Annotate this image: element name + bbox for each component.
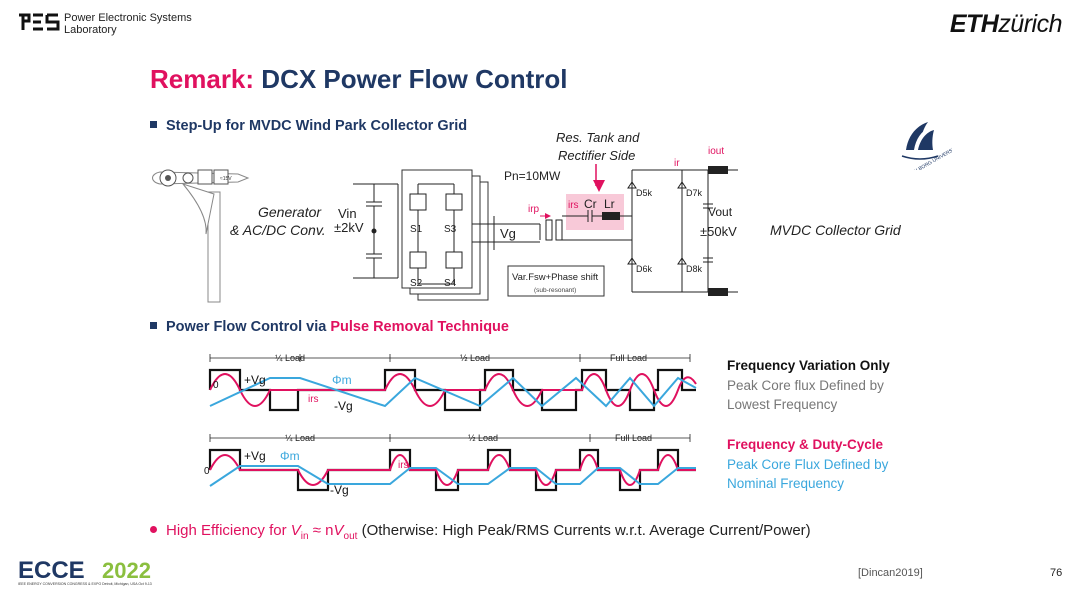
eth-logo: ETHzürich xyxy=(949,10,1063,38)
page-title: Remark: DCX Power Flow Control xyxy=(150,64,568,94)
svg-text:irp: irp xyxy=(528,204,540,215)
svg-text:irs: irs xyxy=(308,394,319,405)
vout-value: ±50kV xyxy=(700,224,737,239)
svg-text:2022: 2022 xyxy=(102,558,151,582)
svg-text:ir: ir xyxy=(674,158,680,169)
citation: [Dincan2019] xyxy=(858,567,923,579)
svg-text:¼ Load: ¼ Load xyxy=(275,353,305,363)
dc-bus xyxy=(353,183,399,279)
svg-text:Φm: Φm xyxy=(280,449,300,463)
svg-text:S3: S3 xyxy=(444,224,457,235)
lab-name: Power Electronic Systems Laboratory xyxy=(64,12,192,36)
section1-heading: Step-Up for MVDC Wind Park Collector Gri… xyxy=(150,118,467,134)
pn-label: Pn=10MW xyxy=(504,169,561,183)
svg-text:irs: irs xyxy=(398,460,409,471)
svg-text:S1: S1 xyxy=(410,224,423,235)
vin-value: ±2kV xyxy=(334,220,364,235)
dcx-circuit-diagram: ≈15V Vin ±2kV S1 S3 S2 S4 Vg Var.Fsw+Pha… xyxy=(152,130,738,303)
generator-label: Generator xyxy=(258,204,322,220)
ecce-subtitle: IEEE ENERGY CONVERSION CONGRESS & EXPO D… xyxy=(18,582,152,586)
waveform-frequency-variation: ¼ Load ½ Load Full Load 0 +Vg Φm irs -Vg xyxy=(208,353,697,413)
svg-text:D5k: D5k xyxy=(636,188,653,198)
svg-text:irs: irs xyxy=(568,200,579,211)
wind-turbine-icon: ≈15V xyxy=(152,169,250,303)
generator-label-2: & AC/DC Conv. xyxy=(230,222,326,238)
svg-text:S2: S2 xyxy=(410,278,423,289)
svg-text:Φm: Φm xyxy=(332,373,352,387)
bullet-square-icon xyxy=(150,322,157,329)
svg-text:Lr: Lr xyxy=(604,197,615,211)
legend-top: Frequency Variation Only Peak Core flux … xyxy=(727,358,890,412)
efficiency-note: High Efficiency for Vin ≈ nVout (Otherwi… xyxy=(150,522,811,542)
pes-logo xyxy=(19,13,60,31)
rectifier xyxy=(627,169,738,293)
waveform-frequency-duty-cycle: ¼ Load ½ Load Full Load 0 +Vg Φm irs -Vg xyxy=(204,433,696,497)
svg-text:(sub-resonant): (sub-resonant) xyxy=(534,287,576,294)
svg-text:D7k: D7k xyxy=(686,188,703,198)
mvdc-label: MVDC Collector Grid xyxy=(770,222,901,238)
bullet-dot-icon xyxy=(150,526,157,533)
vg-label: Vg xyxy=(500,226,516,241)
svg-text:ECCE: ECCE xyxy=(18,557,85,582)
page-number: 76 xyxy=(1050,567,1063,579)
svg-text:iout: iout xyxy=(708,146,724,157)
svg-text:-Vg: -Vg xyxy=(334,399,353,413)
svg-text:+Vg: +Vg xyxy=(244,449,266,463)
vin-label: Vin xyxy=(338,206,357,221)
svg-text:Var.Fsw+Phase shift: Var.Fsw+Phase shift xyxy=(512,272,599,283)
svg-text:0: 0 xyxy=(213,380,219,391)
svg-text:+Vg: +Vg xyxy=(244,373,266,387)
svg-text:Full Load: Full Load xyxy=(610,353,647,363)
tank-title-1: Res. Tank and xyxy=(556,130,640,145)
aalborg-university-logo: AALBORG UNIVERSITET xyxy=(901,122,952,170)
svg-text:¼ Load: ¼ Load xyxy=(285,433,315,443)
svg-text:≈15V: ≈15V xyxy=(220,176,232,182)
transformer xyxy=(539,219,563,241)
bullet-square-icon xyxy=(150,121,157,128)
svg-text:Full Load: Full Load xyxy=(615,433,652,443)
svg-text:½ Load: ½ Load xyxy=(468,433,498,443)
svg-text:-Vg: -Vg xyxy=(330,483,349,497)
svg-text:S4: S4 xyxy=(444,278,457,289)
svg-text:D6k: D6k xyxy=(636,264,653,274)
section2-heading: Power Flow Control via Pulse Removal Tec… xyxy=(150,319,509,335)
svg-text:D8k: D8k xyxy=(686,264,703,274)
ecce-2022-logo: ECCE 2022 xyxy=(18,557,151,582)
legend-bottom: Frequency & Duty-Cycle Peak Core Flux De… xyxy=(727,437,889,491)
vout-label: Vout xyxy=(708,205,733,219)
svg-text:0: 0 xyxy=(204,466,210,477)
svg-text:Cr: Cr xyxy=(584,197,597,211)
svg-text:½ Load: ½ Load xyxy=(460,353,490,363)
tank-title-2: Rectifier Side xyxy=(558,148,635,163)
